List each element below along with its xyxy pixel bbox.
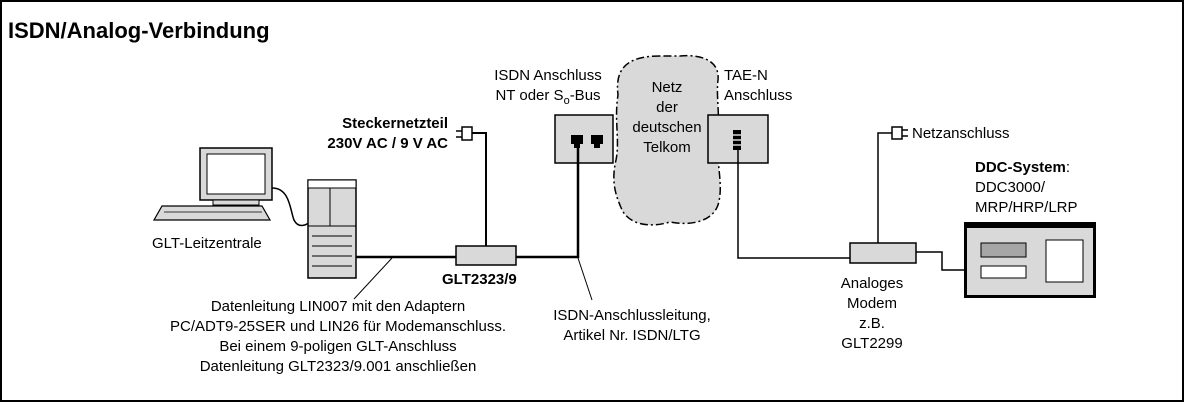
data-line-line3: Bei einem 9-poligen GLT-Anschluss — [219, 338, 456, 355]
data-line-line4: Datenleitung GLT2323/9.001 anschließen — [200, 358, 477, 375]
isdn-line-line2: Artikel Nr. ISDN/LTG — [563, 327, 700, 344]
network-line4: Telkom — [643, 139, 691, 156]
modem-line3: z.B. — [859, 315, 885, 332]
data-line-line2: PC/ADT9-25SER und LIN26 für Modemanschlu… — [170, 318, 506, 335]
ddc-name: DDC-System: — [975, 159, 1070, 176]
isdn-nt-box — [554, 114, 614, 164]
computer-icon — [152, 147, 357, 279]
modem-line2: Modem — [847, 295, 897, 312]
network-line3: deutschen — [632, 119, 701, 136]
ddc-device — [964, 222, 1096, 298]
adapter-box — [455, 245, 517, 266]
modem-to-tae-cable — [737, 150, 850, 259]
modem-line4: GLT2299 — [841, 335, 902, 352]
modem-box — [849, 242, 917, 264]
tae-socket-icon — [732, 130, 742, 150]
network-cloud-shape — [613, 54, 721, 226]
isdn-connection-line2: NT oder So-Bus — [495, 87, 600, 107]
isdn-connection-line1: ISDN Anschluss — [494, 67, 602, 84]
network-line1: Netz — [652, 79, 683, 96]
ddc-line3: MRP/HRP/LRP — [975, 199, 1078, 216]
ddc-line2: DDC3000/ — [975, 179, 1046, 196]
diagram-title: ISDN/Analog-Verbindung — [8, 18, 270, 43]
isdn-line-leader — [577, 257, 593, 301]
power-cable — [472, 132, 487, 246]
modem-to-ddc-cable — [916, 251, 964, 271]
modem-line1: Analoges — [841, 275, 904, 292]
data-line-line1: Datenleitung LIN007 mit den Adaptern — [211, 298, 465, 315]
mains-label: Netzanschluss — [912, 125, 1010, 142]
tae-line1: TAE-N — [724, 67, 768, 84]
power-supply-line1: Steckernetzteil — [342, 115, 448, 132]
glt-label: GLT-Leitzentrale — [152, 235, 262, 252]
mains-cable — [877, 132, 892, 246]
isdn-cable — [516, 140, 580, 259]
isdn-line-line1: ISDN-Anschlussleitung, — [553, 307, 711, 324]
adapter-label: GLT2323/9 — [442, 271, 517, 288]
network-line2: der — [656, 99, 678, 116]
tae-line2: Anschluss — [724, 87, 792, 104]
data-line-leader — [353, 257, 393, 300]
power-supply-line2: 230V AC / 9 V AC — [327, 135, 448, 152]
